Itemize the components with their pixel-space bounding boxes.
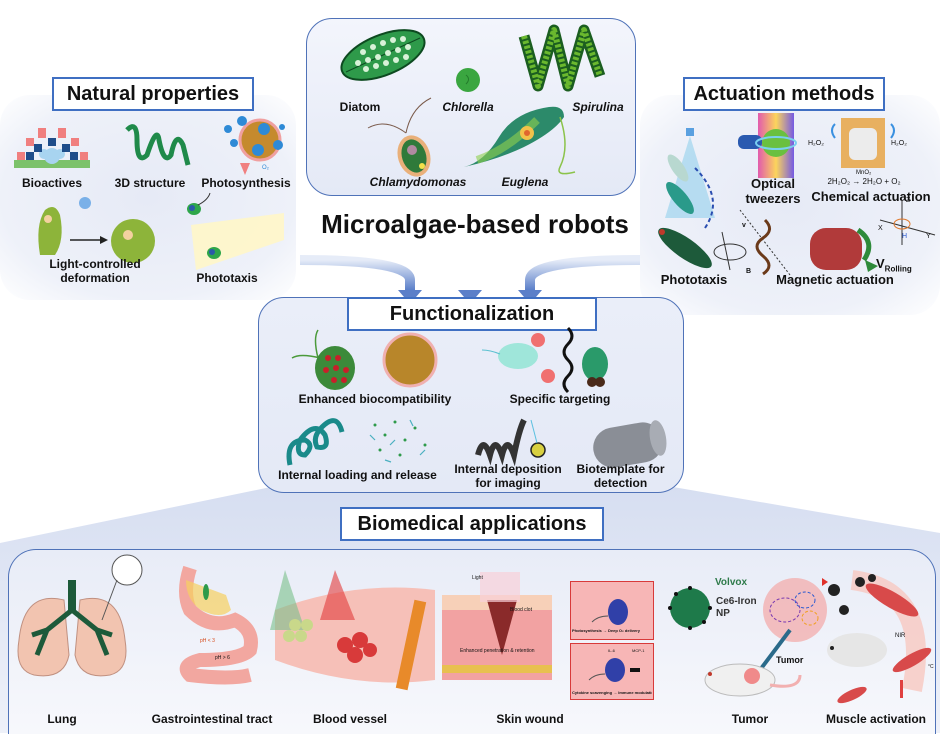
v-rolling-sub: Rolling	[884, 264, 912, 274]
phototaxis-natural-icon	[187, 192, 284, 270]
skin-box2-caption: Cytokine scavenging → Immune modulation	[572, 690, 652, 695]
label-optical-line1: Optical	[750, 176, 796, 191]
label-light-controlled-line1: Light-controlled	[49, 257, 141, 271]
vector-v: v	[742, 222, 746, 229]
bioactives-icon	[14, 128, 90, 168]
chlorella-icon	[456, 68, 480, 92]
photosynthesis-icon	[224, 116, 285, 175]
tumor-volvox-label: Volvox	[715, 577, 748, 588]
skin-mcp1-label: MCP-1	[632, 648, 645, 653]
skin-light-label: Light	[472, 575, 483, 581]
label-muscle-activation: Muscle activation	[825, 712, 927, 726]
axis-y: Y	[926, 233, 931, 240]
magnetic-actuation-icon	[713, 200, 936, 276]
spirulina-icon	[518, 24, 606, 92]
euglena-icon	[464, 106, 576, 175]
species-label-chlorella: Chlorella	[442, 100, 494, 114]
lung-icon	[17, 554, 143, 677]
label-3d-structure: 3D structure	[114, 176, 186, 190]
label-photosynthesis: Photosynthesis	[201, 176, 291, 190]
light-controlled-deformation-icon	[38, 197, 155, 263]
skin-box-oxygen-cell	[591, 599, 628, 625]
gi-ph-intestine: pH > 6	[215, 655, 230, 661]
internal-loading-icon	[286, 418, 427, 466]
species-label-chlamydomonas: Chlamydomonas	[369, 175, 467, 189]
gi-ph-stomach: pH < 3	[200, 638, 215, 644]
actuation-methods-title: Actuation methods	[683, 77, 885, 111]
label-magnetic-actuation: Magnetic actuation	[776, 272, 894, 287]
label-internal-loading: Internal loading and release	[278, 468, 437, 482]
axis-h: H	[902, 233, 908, 240]
label-lung: Lung	[47, 712, 77, 726]
tumor-np-line1: Ce6-Iron	[716, 596, 757, 607]
species-label-diatom: Diatom	[339, 100, 381, 114]
functionalization-title: Functionalization	[347, 297, 597, 331]
muscle-activation-icon	[822, 570, 932, 704]
reaction-equation: 2H₂O₂ → 2H₂O + O₂	[827, 177, 901, 186]
label-biotemplate-line2: detection	[593, 476, 648, 490]
catalyst-label: MnO₂	[856, 170, 872, 176]
h2o2-left: H₂O₂	[808, 140, 824, 147]
axis-z: Z	[906, 197, 911, 204]
arrow-left	[299, 255, 415, 290]
skin-blood-clot-label: Blood clot	[510, 607, 532, 613]
chlamydomonas-icon	[367, 97, 432, 177]
skin-box-cytokine-cell	[588, 658, 640, 682]
natural-properties-title: Natural properties	[52, 77, 254, 111]
specific-targeting-icon	[481, 326, 608, 394]
label-enhanced-biocompatibility: Enhanced biocompatibility	[298, 392, 452, 406]
label-blood-vessel: Blood vessel	[312, 712, 388, 726]
diatom-icon	[340, 29, 426, 81]
label-skin-wound: Skin wound	[496, 712, 564, 726]
label-internal-deposition-line2: for imaging	[475, 476, 541, 490]
skin-il6-label: IL-6	[608, 648, 615, 653]
v-rolling-v: V	[876, 256, 885, 271]
tumor-callout-label: Tumor	[776, 655, 804, 665]
v-rolling-label: VRolling	[876, 256, 912, 274]
muscle-nir-label: NIR	[895, 633, 906, 639]
tumor-np-line2: NP	[716, 608, 730, 619]
label-optical-line2: tweezers	[745, 191, 801, 206]
label-bioactives: Bioactives	[21, 176, 83, 190]
gi-tract-icon	[179, 565, 258, 685]
label-light-controlled-line2: deformation	[60, 271, 130, 285]
tumor-icon	[668, 578, 827, 697]
biotemplate-icon	[593, 420, 667, 468]
species-label-spirulina: Spirulina	[572, 100, 624, 114]
label-tumor: Tumor	[731, 712, 769, 726]
label-internal-deposition-line1: Internal deposition	[454, 462, 562, 476]
o2-label: O₂	[262, 165, 269, 171]
label-phototaxis-actuation: Phototaxis	[660, 272, 728, 287]
phototaxis-actuation-icon	[658, 128, 715, 269]
3d-structure-icon	[125, 124, 191, 166]
species-label-euglena: Euglena	[501, 175, 549, 189]
axis-x: X	[878, 225, 883, 232]
vector-b: B	[746, 268, 752, 275]
label-phototaxis-natural: Phototaxis	[196, 271, 258, 285]
arrow-right	[525, 255, 641, 290]
skin-box1-caption: Photosynthesis → Deep O₂ delivery	[572, 628, 641, 633]
label-biotemplate-line1: Biotemplate for	[576, 462, 665, 476]
skin-penetration-label: Enhanced penetration & retention	[460, 648, 535, 654]
biomedical-applications-title: Biomedical applications	[340, 507, 604, 541]
label-chemical-actuation: Chemical actuation	[811, 189, 931, 204]
chemical-actuation-icon	[831, 118, 895, 168]
enhanced-biocompatibility-icon	[291, 329, 438, 390]
label-specific-targeting: Specific targeting	[509, 392, 611, 406]
optical-tweezers-icon	[738, 113, 797, 178]
skin-wound-icon	[442, 572, 552, 680]
internal-deposition-icon	[475, 418, 546, 467]
h2o2-right: H₂O₂	[891, 140, 907, 147]
label-gastrointestinal-tract: Gastrointestinal tract	[151, 712, 273, 726]
blood-vessel-icon	[270, 570, 435, 691]
main-title: Microalgae-based robots	[321, 209, 629, 239]
muscle-temp-unit: °C	[928, 664, 934, 670]
